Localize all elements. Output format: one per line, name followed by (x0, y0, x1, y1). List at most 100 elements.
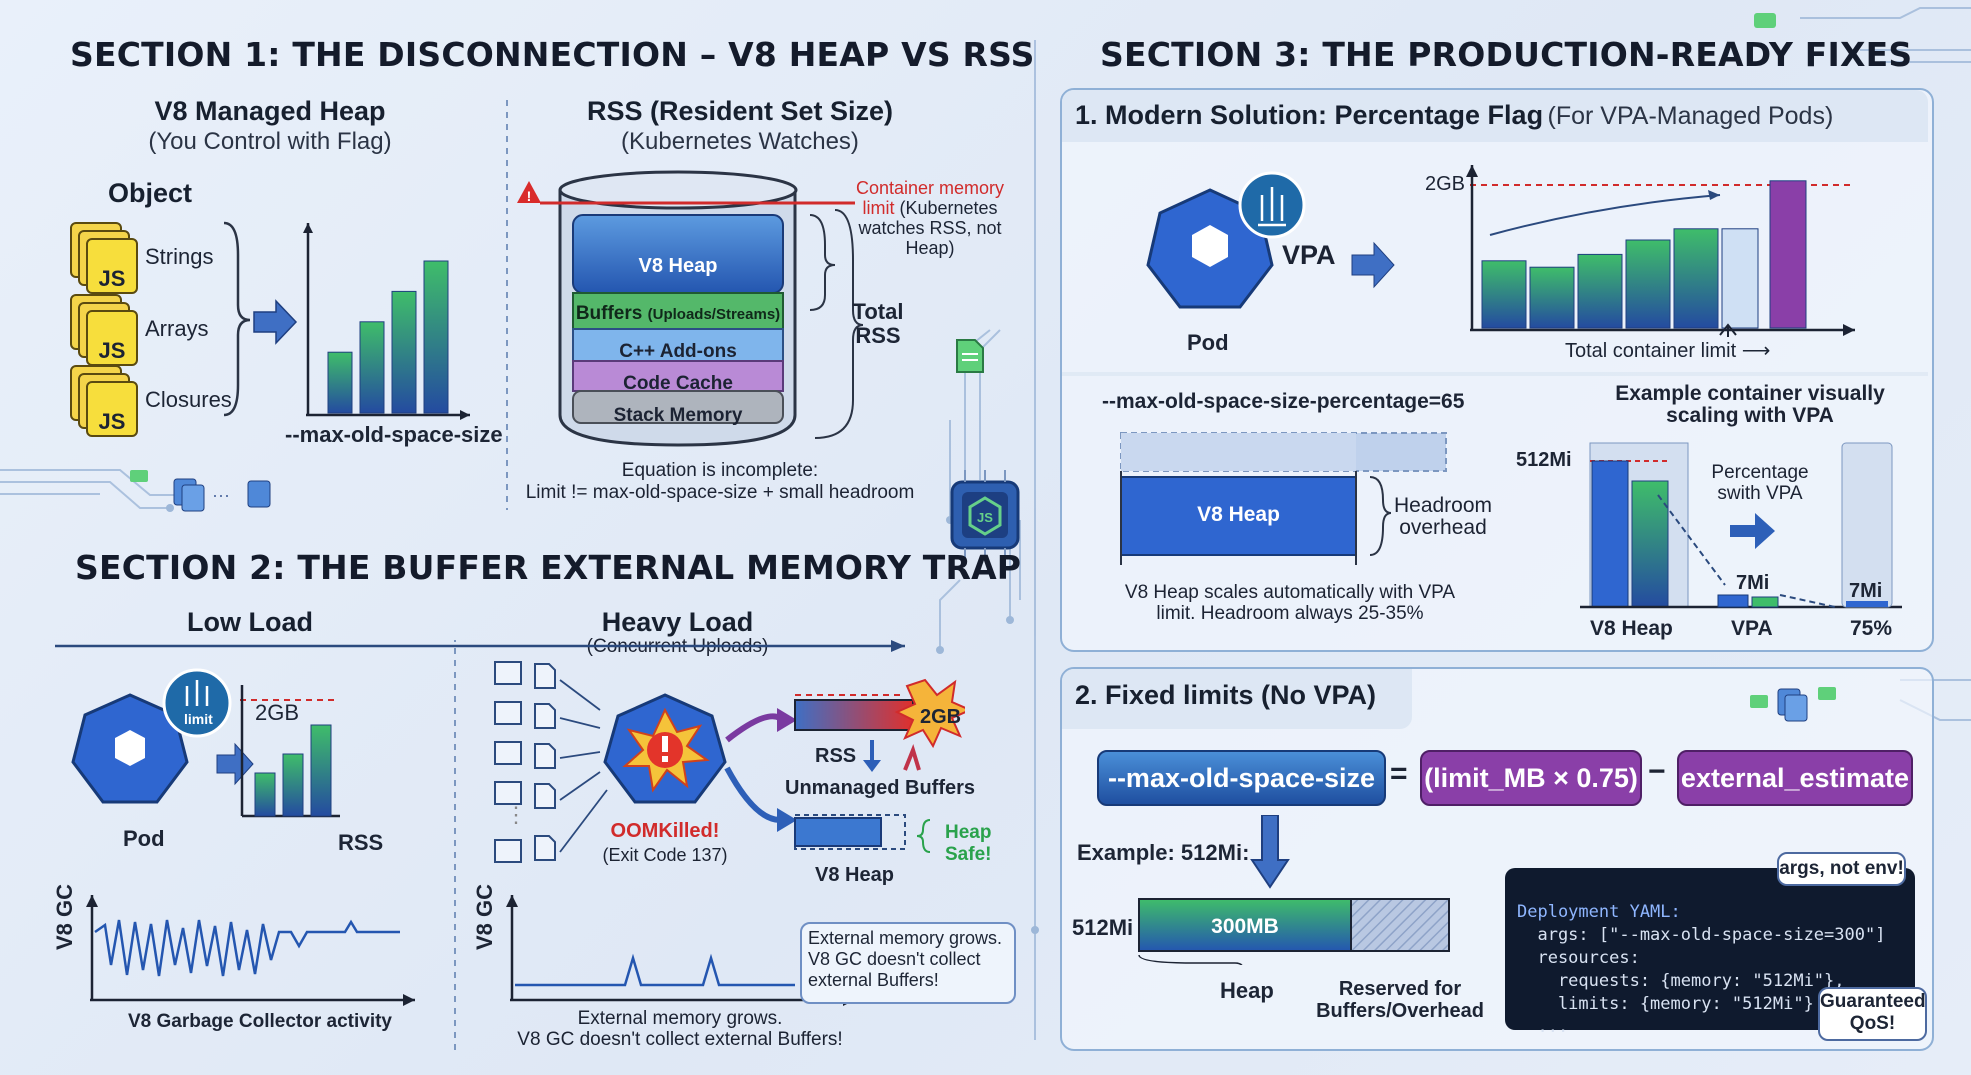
fix1-header-band (1062, 90, 1928, 142)
equation-note: Equation is incomplete: Limit != max-old… (525, 460, 915, 503)
rss-title: RSS (Resident Set Size) (586, 96, 894, 126)
right-arrow-icon (253, 299, 298, 345)
pct-flag-label: --max-old-space-size-percentage=65 (1102, 390, 1465, 413)
two-gb-fix1: 2GB (1425, 173, 1466, 195)
heap-subtitle: (You Control with Flag) (148, 128, 392, 155)
brace-icon (809, 214, 836, 311)
ellipsis-icon: ⋮ (505, 802, 527, 827)
pod-label: Pod (123, 826, 165, 851)
fixed-limit-bar (1138, 898, 1450, 965)
brace-icon (223, 221, 251, 417)
bar-300mb-label: 300MB (1211, 915, 1279, 938)
layer-code-cache: Code Cache (623, 373, 733, 394)
rss-subtitle: (Kubernetes Watches) (621, 128, 859, 155)
x-label-vpa: VPA (1731, 617, 1773, 640)
v8-heap-scaling-label: V8 Heap (1197, 503, 1280, 526)
v8-gc-axis-label-heavy: V8 GC (472, 883, 497, 950)
brace-icon (814, 209, 864, 439)
js-icon: JS (86, 238, 138, 294)
heap-bar (391, 290, 417, 414)
object-label: Object (108, 178, 193, 208)
example-512-label: Example: 512Mi: (1077, 840, 1250, 865)
heap-bar (423, 260, 449, 414)
v8-heap-heavy-label: V8 Heap (815, 864, 894, 886)
right-arrow-icon (1351, 241, 1395, 289)
formula-equals: = (1390, 757, 1408, 790)
rss-heavy-label: RSS (815, 745, 857, 767)
heap-scaling-diagram (1120, 432, 1447, 565)
fix1-title: 1. Modern Solution: Percentage Flag (For… (1075, 100, 1834, 130)
file-icons-right (1750, 687, 1836, 722)
two-gb-heavy-label: 2GB (920, 706, 962, 728)
growth-bar (1673, 228, 1719, 329)
svg-text:!: ! (527, 188, 532, 204)
object-item-closures: Closures (145, 387, 232, 412)
file-icons: ··· (130, 470, 271, 512)
heap-title: V8 Managed Heap (154, 96, 386, 126)
layer-cpp-addons: C++ Add-ons (619, 341, 737, 362)
heap-fix2-label: Heap (1220, 978, 1274, 1003)
pod-label-fix1: Pod (1187, 330, 1229, 355)
heap-bar-chart (223, 221, 470, 420)
section2-graphics (55, 640, 965, 1050)
nodejs-chip-icon: JS (950, 470, 1020, 560)
svg-text:JS: JS (977, 510, 993, 525)
js-icon: JS (86, 381, 138, 437)
fix1-panel (1060, 88, 1934, 652)
heap-bar (359, 321, 385, 414)
down-arrow-icon (1250, 815, 1290, 889)
low-load-label: Low Load (187, 607, 313, 637)
rss-cylinder: ! (517, 170, 864, 447)
js-icon: JS (86, 310, 138, 366)
heap-bar (327, 351, 353, 414)
gc-caption: V8 Garbage Collector activity (128, 1011, 392, 1032)
explosion-icon (894, 678, 965, 749)
section3-title: SECTION 3: THE PRODUCTION-READY FIXES (1100, 35, 1913, 74)
total-container-limit: Total container limit ⟶ (1565, 340, 1771, 362)
two-gb-label: 2GB (255, 700, 300, 725)
limit-badge-label: limit (184, 711, 213, 727)
growth-bar (1481, 260, 1527, 329)
x-label-75: 75% (1850, 617, 1893, 640)
formula-external: external_estimate (1677, 750, 1913, 806)
vpa-growth-chart (1146, 165, 1855, 337)
vpa-label: VPA (1282, 240, 1336, 270)
growth-bar (1529, 266, 1575, 329)
exit-code-label: (Exit Code 137) (602, 845, 728, 865)
mi7-label-vpa: 7Mi (1736, 572, 1770, 594)
formula-minus: − (1648, 755, 1666, 788)
oom-killed-label: OOMKilled! (610, 820, 720, 842)
unmanaged-buffers-label: Unmanaged Buffers (785, 777, 976, 799)
container-limit-note: Container memory limit (Kubernetes watch… (855, 178, 1005, 258)
yaml-code-text: Deployment YAML: args: ["--max-old-space… (1517, 902, 1886, 1037)
external-memory-callout: External memory grows.V8 GC doesn't coll… (800, 922, 1016, 1004)
rss-label: RSS (338, 830, 384, 855)
x-label-v8heap: V8 Heap (1590, 617, 1673, 640)
chip-icon-top (1754, 13, 1776, 28)
layer-v8-heap: V8 Heap (638, 255, 718, 277)
v8-gc-axis-label: V8 GC (52, 883, 77, 950)
layer-buffers: Buffers (Uploads/Streams) (575, 303, 781, 324)
section1-title: SECTION 1: THE DISCONNECTION – V8 HEAP V… (70, 35, 1035, 74)
mi512-label: 512Mi (1516, 449, 1572, 471)
heap-flag-label: --max-old-space-size (285, 422, 503, 447)
right-arrow-icon (216, 742, 254, 786)
formula-flag: --max-old-space-size (1097, 750, 1386, 806)
growth-bar (1577, 253, 1623, 329)
growth-bar (1625, 239, 1671, 329)
fix2-title: 2. Fixed limits (No VPA) (1075, 680, 1377, 710)
object-item-arrays: Arrays (145, 316, 209, 341)
object-item-strings: Strings (145, 244, 214, 269)
external-memory-caption: External memory grows.V8 GC doesn't coll… (517, 1008, 843, 1050)
heavy-load-label: Heavy Load (601, 607, 754, 637)
